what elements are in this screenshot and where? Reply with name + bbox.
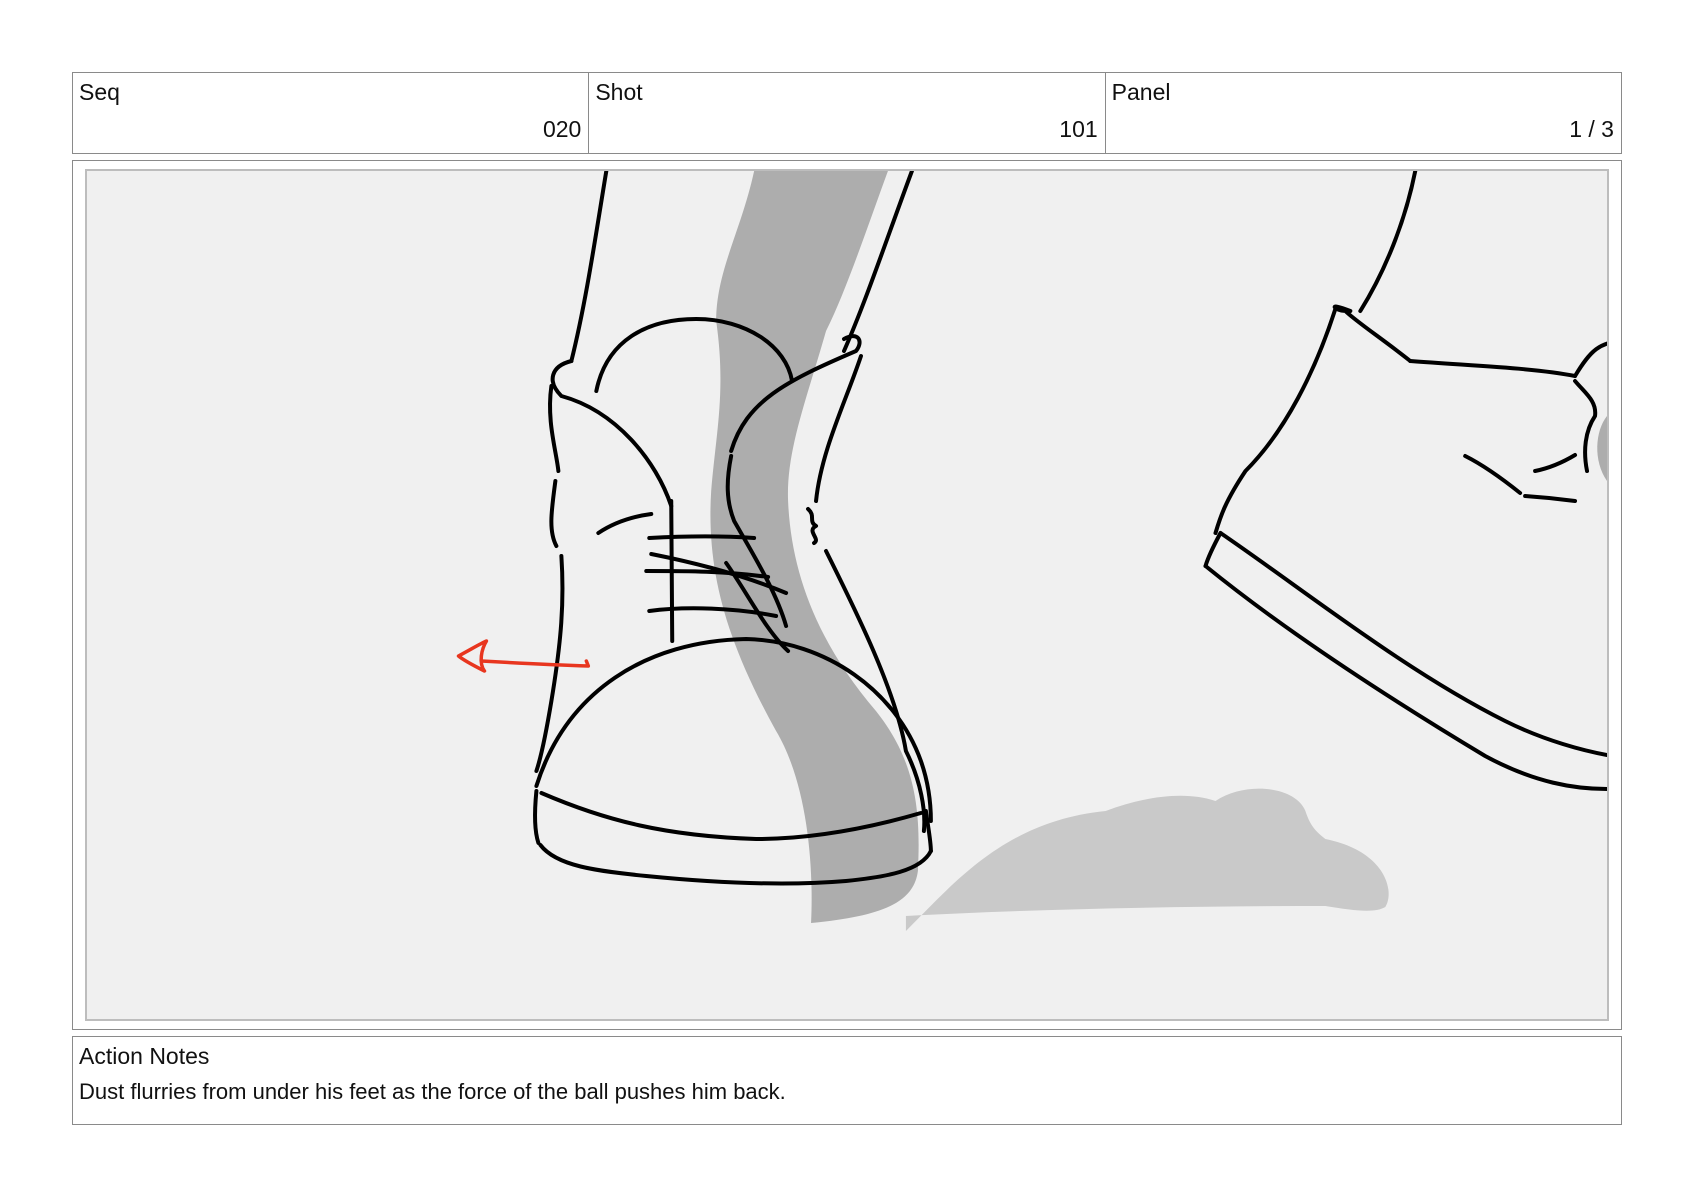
shot-cell: Shot 101: [589, 73, 1106, 153]
toe-sole-bottom: [538, 843, 933, 886]
shoe-right-crinkle: [806, 507, 819, 545]
action-notes-title: Action Notes: [79, 1043, 210, 1069]
back-shoe-wrinkle-1: [1463, 454, 1523, 495]
front-leg-left-line: [569, 171, 609, 363]
panel-cell: Panel 1 / 3: [1106, 73, 1621, 153]
shoe-left-collar: [550, 359, 674, 508]
back-shoe-sole-top: [1218, 531, 1607, 757]
storyboard-panel-frame: [72, 160, 1622, 1030]
toe-sole-top: [539, 791, 923, 841]
back-leg-line: [1358, 171, 1418, 313]
panel-label: Panel: [1111, 79, 1171, 105]
back-shoe-heel: [1332, 304, 1413, 363]
shoe-wrinkle: [596, 512, 654, 535]
back-shoe-wrinkle-3: [1533, 453, 1578, 473]
back-shoe-shadow: [1597, 416, 1607, 481]
shoe-tongue: [594, 317, 795, 393]
red-arrow-left-icon: [456, 639, 591, 673]
shoe-left-side: [548, 384, 561, 473]
back-shoe-top: [1408, 359, 1578, 378]
shoe-left-side-3: [534, 554, 565, 773]
shoe-right-collar: [729, 334, 862, 453]
lace-cross-4: [647, 606, 779, 618]
shoe-right-side: [814, 354, 863, 503]
back-shoe-back: [1213, 307, 1338, 535]
back-shoe-sole-bottom: [1203, 564, 1607, 791]
shot-label: Shot: [595, 79, 643, 105]
toe-sole-left: [533, 789, 541, 845]
toe-cap: [534, 637, 933, 823]
back-shoe-collar: [1573, 341, 1607, 378]
toe-sole-right: [923, 809, 933, 853]
front-leg-right-line: [842, 171, 914, 353]
lace-cross-3: [644, 569, 771, 579]
leg-shadow: [710, 171, 919, 923]
seq-cell: Seq 020: [73, 73, 590, 153]
shoe-left-side-2: [549, 479, 559, 548]
shoe-right-side-2: [824, 549, 927, 833]
lace-vertical-right: [725, 454, 789, 628]
shot-value: 101: [1059, 116, 1098, 142]
action-notes-text: Dust flurries from under his feet as the…: [79, 1079, 786, 1104]
panel-value: 1 / 3: [1569, 116, 1614, 142]
action-notes-box: Action Notes Dust flurries from under hi…: [72, 1036, 1622, 1125]
back-shoe-sole-left: [1203, 531, 1223, 568]
panel-header: Seq 020 Shot 101 Panel 1 / 3: [72, 72, 1622, 154]
ground-shadow: [905, 788, 1389, 931]
sneaker-sketch: [456, 171, 1607, 931]
seq-label: Seq: [79, 79, 120, 105]
lace-cross-1: [647, 534, 757, 540]
seq-value: 020: [542, 116, 582, 142]
back-shoe-wrinkle-2: [1523, 494, 1578, 503]
storyboard-drawing: [85, 169, 1609, 1021]
back-shoe-collar-2: [1573, 379, 1598, 473]
